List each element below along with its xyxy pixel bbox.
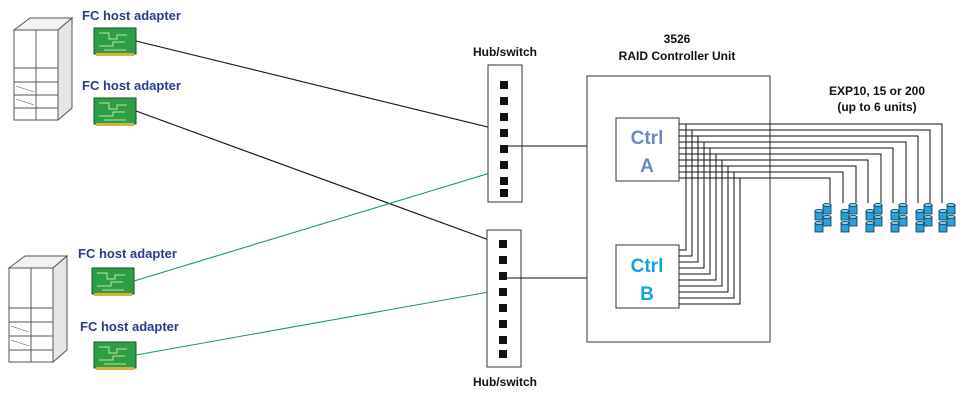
disk-drive-icon [848, 214, 858, 227]
expansion-unit-4 [890, 202, 908, 233]
disk-drive-icon [946, 202, 956, 215]
adapter-label-4: FC host adapter [80, 319, 179, 334]
link-adapter4-hub-bottom [135, 289, 501, 356]
disk-drive-icon [898, 202, 908, 215]
expansion-sublabel: (up to 6 units) [837, 100, 916, 114]
hub-bottom-label: Hub/switch [473, 375, 537, 389]
disk-drive-icon [873, 214, 883, 227]
hub-switch-bottom [486, 229, 522, 368]
disk-drive-icon [873, 202, 883, 215]
disk-drive-icon [840, 208, 850, 221]
controller-b [615, 244, 680, 309]
expansion-label: EXP10, 15 or 200 [829, 84, 925, 98]
link-adapter3-hub-top [133, 169, 501, 282]
disk-drive-icon [915, 220, 925, 233]
disk-drive-icon [814, 220, 824, 233]
server-top-icon [12, 16, 74, 122]
adapter-label-2: FC host adapter [82, 78, 181, 93]
controller-a [615, 117, 680, 182]
ctrl-b-label-line1: Ctrl [631, 256, 664, 277]
disk-drive-icon [898, 214, 908, 227]
expansion-unit-1 [814, 202, 832, 233]
disk-drive-icon [865, 220, 875, 233]
adapter-label-3: FC host adapter [78, 246, 177, 261]
link-adapter1-hub-top [135, 40, 501, 131]
disk-drive-icon [938, 208, 948, 221]
hub-top-label: Hub/switch [473, 45, 537, 59]
controller-unit-model: 3526 [664, 32, 691, 46]
ctrl-a-label-line2: A [640, 156, 654, 177]
expansion-unit-6 [938, 202, 956, 233]
link-adapter2-hub-bottom [135, 110, 501, 245]
ctrl-b-label-line2: B [640, 284, 654, 305]
disk-drive-icon [923, 214, 933, 227]
expansion-unit-3 [865, 202, 883, 233]
disk-drive-icon [890, 208, 900, 221]
disk-drive-icon [865, 208, 875, 221]
server-bottom-icon [7, 254, 69, 364]
disk-drive-icon [822, 202, 832, 215]
expansion-unit-2 [840, 202, 858, 233]
expansion-unit-5 [915, 202, 933, 233]
fc-host-adapter-card-icon [93, 27, 137, 56]
ctrl-a-label-line1: Ctrl [631, 128, 664, 149]
drive-loop-wiring [679, 123, 943, 305]
disk-drive-icon [840, 220, 850, 233]
hub-switch-top [487, 64, 523, 203]
fc-host-adapter-card-icon [91, 267, 135, 296]
disk-drive-icon [923, 202, 933, 215]
disk-drive-icon [814, 208, 824, 221]
disk-drive-icon [938, 220, 948, 233]
adapter-label-1: FC host adapter [82, 8, 181, 23]
fc-host-adapter-card-icon [93, 97, 137, 126]
disk-drive-icon [848, 202, 858, 215]
disk-drive-icon [915, 208, 925, 221]
controller-unit-title: RAID Controller Unit [619, 49, 736, 63]
fc-host-adapter-card-icon [93, 341, 137, 370]
disk-drive-icon [890, 220, 900, 233]
disk-drive-icon [822, 214, 832, 227]
disk-drive-icon [946, 214, 956, 227]
